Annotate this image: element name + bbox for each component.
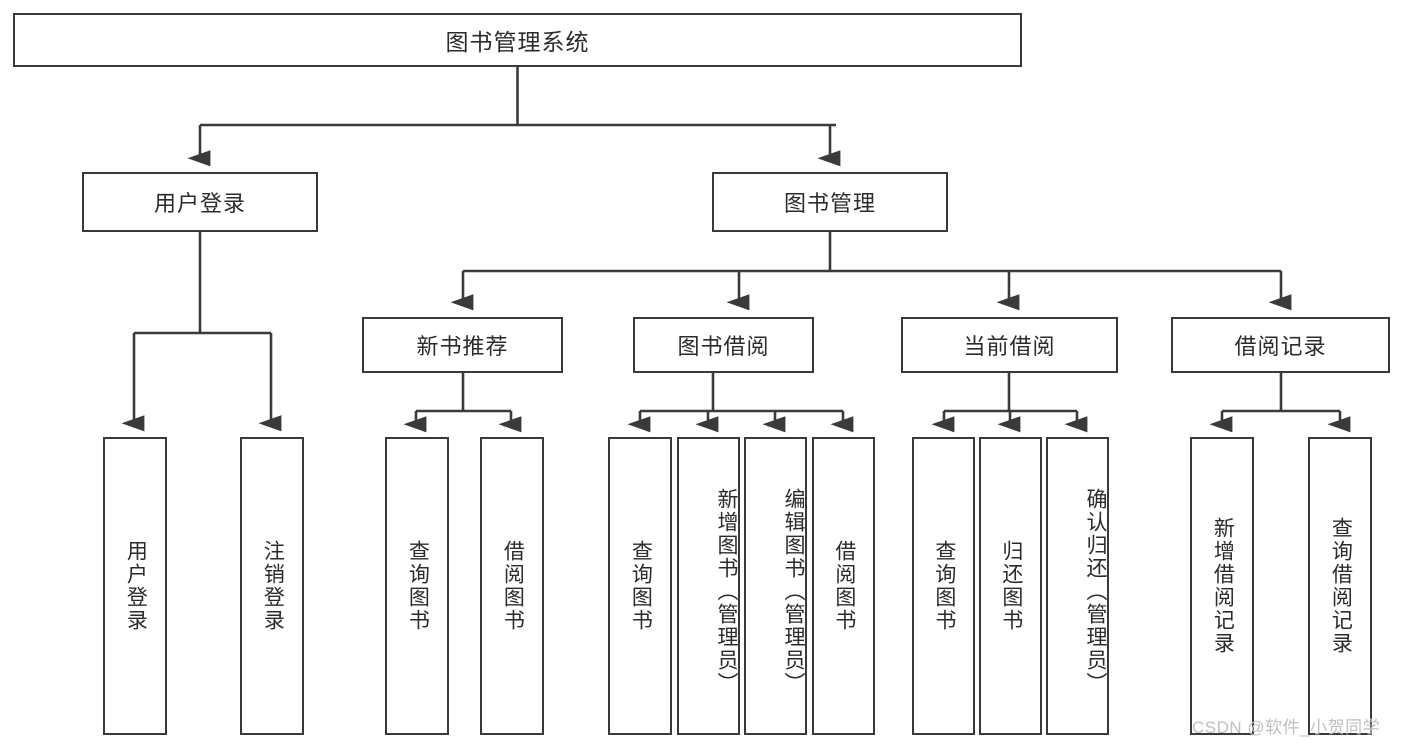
node-label: 图书管理: [783, 191, 876, 216]
node-root-system[interactable]: 图书管理系统: [13, 13, 1022, 67]
node-label: 借阅图书: [832, 540, 856, 632]
node-label: 确认归还（管理员）: [1084, 487, 1107, 695]
leaf-user-login-logout[interactable]: 注销登录: [240, 437, 304, 735]
node-label: 编辑图书（管理员）: [782, 487, 805, 695]
node-label: 借阅记录: [1234, 334, 1327, 359]
leaf-borrow-borrow-book[interactable]: 借阅图书: [812, 437, 875, 735]
node-borrow-record[interactable]: 借阅记录: [1171, 317, 1390, 373]
node-book-management[interactable]: 图书管理: [712, 172, 948, 232]
node-label: 新增图书（管理员）: [715, 487, 738, 695]
leaf-borrow-query-book[interactable]: 查询图书: [608, 437, 672, 735]
node-label: 用户登录: [153, 191, 246, 216]
leaf-recommend-query-book[interactable]: 查询图书: [385, 437, 449, 735]
node-label: 查询图书: [629, 540, 653, 632]
node-new-book-recommend[interactable]: 新书推荐: [362, 317, 563, 373]
node-current-borrow[interactable]: 当前借阅: [901, 317, 1118, 373]
node-label: 借阅图书: [501, 540, 525, 632]
leaf-current-confirm-return-admin[interactable]: 确认归还（管理员）: [1046, 437, 1109, 735]
node-label: 查询图书: [406, 540, 430, 632]
node-user-login[interactable]: 用户登录: [82, 172, 318, 232]
node-label: 新增借阅记录: [1211, 517, 1235, 655]
leaf-recommend-borrow-book[interactable]: 借阅图书: [480, 437, 544, 735]
node-label: 图书借阅: [677, 334, 770, 359]
leaf-user-login-login[interactable]: 用户登录: [103, 437, 167, 735]
node-label: 新书推荐: [416, 334, 509, 359]
leaf-borrow-add-book-admin[interactable]: 新增图书（管理员）: [677, 437, 740, 735]
node-label: 查询图书: [932, 540, 956, 632]
node-book-borrow[interactable]: 图书借阅: [633, 317, 814, 373]
watermark-label: CSDN @软件_小贺同学: [1192, 718, 1381, 737]
leaf-current-query-book[interactable]: 查询图书: [912, 437, 975, 735]
node-label: 图书管理系统: [445, 29, 590, 55]
node-label: 用户登录: [124, 540, 148, 632]
node-label: 查询借阅记录: [1329, 517, 1353, 655]
leaf-current-return-book[interactable]: 归还图书: [979, 437, 1042, 735]
node-label: 注销登录: [261, 540, 285, 632]
leaf-record-query-borrow-record[interactable]: 查询借阅记录: [1308, 437, 1372, 735]
leaf-record-add-borrow-record[interactable]: 新增借阅记录: [1190, 437, 1254, 735]
node-label: 当前借阅: [963, 334, 1056, 359]
leaf-borrow-edit-book-admin[interactable]: 编辑图书（管理员）: [744, 437, 807, 735]
node-label: 归还图书: [999, 540, 1023, 632]
